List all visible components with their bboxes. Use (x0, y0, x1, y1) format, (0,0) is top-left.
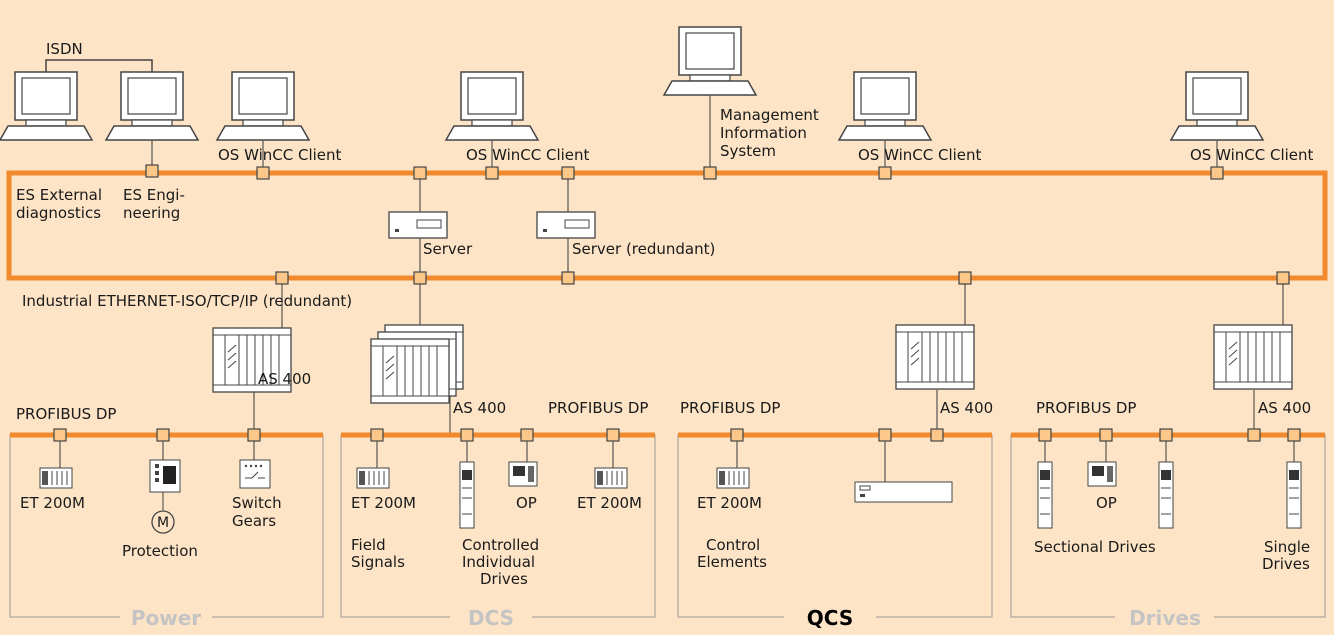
cid-drive-device (459, 461, 475, 529)
os-client-label-4: OS WinCC Client (1190, 146, 1314, 164)
protection-label: Protection (122, 542, 198, 560)
single-drives-label-1: Single (1264, 538, 1310, 556)
et200m-power (39, 467, 73, 489)
op-drives-device (1087, 461, 1117, 487)
pc-os-client-3 (838, 71, 932, 141)
mis-label-1: Management (720, 106, 819, 124)
cid-label-1: Controlled (462, 536, 539, 554)
pc-mis (663, 26, 757, 96)
mis-label-3: System (720, 142, 776, 160)
qcs-controller-device (854, 481, 953, 503)
dcs-et200m-label-1: ET 200M (351, 494, 416, 512)
as400-qcs-rack (895, 324, 975, 390)
qcs-et200m-label: ET 200M (697, 494, 762, 512)
os-client-label-1: OS WinCC Client (218, 146, 342, 164)
op-dcs-device (508, 461, 538, 487)
os-client-label-2: OS WinCC Client (466, 146, 590, 164)
switch-gear-device (239, 459, 271, 489)
as400-drives-rack (1213, 324, 1293, 390)
dcs-as400-label: AS 400 (453, 399, 506, 417)
qcs-section-title: QCS (807, 606, 853, 630)
pc-connectors (151, 95, 1284, 435)
power-profibus-label: PROFIBUS DP (16, 405, 116, 423)
dcs-section-title: DCS (468, 606, 514, 630)
server-primary (388, 211, 448, 239)
power-et200m-label: ET 200M (20, 494, 85, 512)
control-elements-label-2: Elements (697, 553, 767, 571)
es-external-label-2: diagnostics (16, 204, 101, 222)
et200m-dcs-1 (356, 467, 390, 489)
drives-op-label: OP (1096, 494, 1117, 512)
protection-device (149, 459, 181, 510)
es-engineering-label-1: ES Engi- (123, 186, 185, 204)
sectional-drive-1 (1037, 461, 1053, 529)
drives-section-title: Drives (1129, 606, 1201, 630)
ethernet-label: Industrial ETHERNET-ISO/TCP/IP (redundan… (22, 292, 352, 310)
section-borders (9, 434, 1326, 618)
ethernet-ring (6, 170, 1328, 281)
pc-os-client-4 (1170, 71, 1264, 141)
power-as400-label: AS 400 (258, 370, 311, 388)
server-redundant (536, 211, 596, 239)
et200m-dcs-2 (594, 467, 628, 489)
control-elements-label-1: Control (706, 536, 760, 554)
mis-label-2: Information (720, 124, 807, 142)
pc-es-engineering (105, 71, 199, 141)
field-signals-label-1: Field (351, 536, 386, 554)
motor-icon: M (151, 510, 175, 534)
sectional-drive-2 (1158, 461, 1174, 529)
server-redundant-label: Server (redundant) (572, 240, 715, 258)
pc-os-client-2 (445, 71, 539, 141)
es-external-label-1: ES External (16, 186, 102, 204)
sectional-drives-label: Sectional Drives (1034, 538, 1156, 556)
power-section-title: Power (131, 606, 201, 630)
cid-label-3: Drives (480, 570, 528, 588)
isdn-link (45, 59, 153, 72)
isdn-label: ISDN (46, 40, 83, 58)
os-client-label-3: OS WinCC Client (858, 146, 982, 164)
switch-gears-label-2: Gears (232, 512, 276, 530)
dcs-et200m-label-2: ET 200M (577, 494, 642, 512)
switch-gears-label-1: Switch (232, 494, 282, 512)
es-engineering-label-2: neering (123, 204, 180, 222)
dcs-op-label: OP (516, 494, 537, 512)
drives-profibus-label: PROFIBUS DP (1036, 399, 1136, 417)
single-drive (1286, 461, 1302, 529)
server-label: Server (423, 240, 473, 258)
pc-es-external (0, 71, 93, 141)
pc-os-client-1 (216, 71, 310, 141)
cid-label-2: Individual (462, 553, 535, 571)
svg-text:M: M (157, 515, 169, 531)
et200m-qcs (716, 467, 750, 489)
field-signals-label-2: Signals (351, 553, 405, 571)
qcs-as400-label: AS 400 (940, 399, 993, 417)
drives-as400-label: AS 400 (1258, 399, 1311, 417)
as400-dcs-rack (370, 324, 464, 404)
single-drives-label-2: Drives (1262, 555, 1310, 573)
qcs-profibus-label: PROFIBUS DP (680, 399, 780, 417)
dcs-profibus-label: PROFIBUS DP (548, 399, 648, 417)
connection-nodes (53, 164, 1301, 442)
